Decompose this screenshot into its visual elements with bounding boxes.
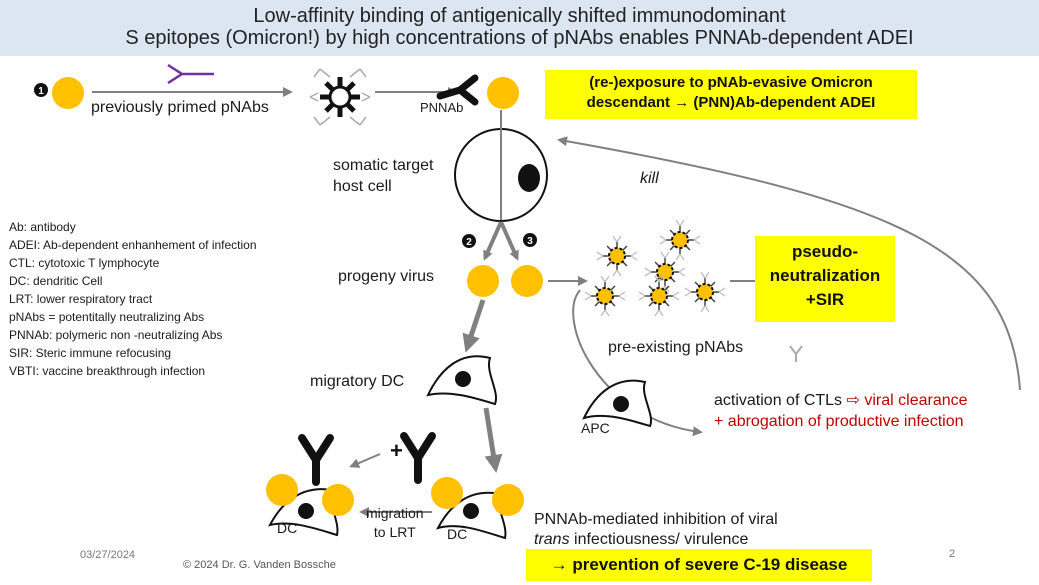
label-somatic-line-1: somatic target [333, 157, 434, 174]
label-apc: APC [581, 420, 610, 436]
virus-particle [52, 77, 84, 109]
pseudo-neutralization-box: pseudo- neutralization +SIR [755, 236, 895, 322]
dc-with-virus-left [266, 438, 354, 537]
footer-copyright: © 2024 Dr. G. Vanden Bossche [183, 559, 336, 571]
glossary-item: pNAbs = potentitally neutralizing Abs [9, 310, 205, 324]
pnab-icon [789, 345, 803, 362]
arrow [499, 221, 519, 261]
label-kill: kill [640, 170, 659, 187]
migratory-dc-cell [426, 355, 498, 406]
svg-text:1: 1 [38, 86, 44, 97]
glossary-item: DC: dendritic Cell [9, 274, 103, 288]
pnnab-antibody-icon [404, 436, 432, 480]
reexposure-box: (re-)exposure to pNAb-evasive Omicron de… [545, 70, 917, 119]
activation-viral-clearance: viral clearance [864, 392, 968, 409]
label-somatic-line-2: host cell [333, 178, 392, 195]
arrow [483, 407, 503, 473]
glossary-item: CTL: cytotoxic T lymphocyte [9, 256, 160, 270]
glossary: Ab: antibody ADEI: Ab-dependent enhanhem… [9, 218, 257, 380]
glossary-item: VBTI: vaccine breakthrough infection [9, 364, 206, 378]
prevention-box: → prevention of severe C-19 disease [526, 549, 872, 581]
arrow [462, 299, 486, 353]
label-migration: migration to LRT [366, 504, 424, 542]
cell-with-antibodies-icon [309, 68, 371, 126]
title-line-2: S epitopes (Omicron!) by high concentrat… [125, 27, 914, 49]
pnnab-inhibition-text: PNNAb-mediated inhibition of viral trans… [534, 510, 778, 550]
antibody-icon [167, 63, 214, 85]
progeny-virus [467, 265, 499, 297]
pnnab-antibody-icon [436, 74, 479, 106]
pseudo-line-3: +SIR [805, 290, 845, 309]
label-dc-right: DC [447, 526, 468, 542]
label-migration-line-1: migration [366, 505, 424, 521]
step-2-marker: 2 [462, 234, 476, 248]
host-cell-nucleus [518, 164, 540, 192]
label-migratory-dc: migratory DC [310, 373, 405, 390]
glossary-item: ADEI: Ab-dependent enhanhement of infect… [9, 238, 257, 252]
activation-text: activation of CTLs ⇨ viral clearance + a… [714, 390, 968, 432]
arrow [349, 453, 381, 468]
activation-arrow: ⇨ [846, 392, 860, 409]
reexposure-line-2: descendant → (PNN)Ab-dependent ADEI [586, 94, 876, 111]
pnnab-inhibition-trans: trans [534, 531, 570, 548]
glossary-item: LRT: lower respiratory tract [9, 292, 153, 306]
title-line-1: Low-affinity binding of antigenically sh… [253, 5, 786, 27]
pseudo-line-1: pseudo- [791, 242, 859, 261]
glossary-item: Ab: antibody [9, 220, 76, 234]
activation-prefix: activation of CTLs [714, 392, 843, 409]
glossary-item: PNNAb: polymeric non -neutralizing Abs [9, 328, 223, 342]
glossary-item: SIR: Steric immune refocusing [9, 346, 172, 360]
footer-date: 03/27/2024 [80, 549, 136, 561]
neutralized-virus-cluster [584, 219, 726, 317]
label-previously-primed: previously primed pNAbs [91, 99, 269, 116]
svg-text:3: 3 [527, 236, 533, 247]
apc-arrow [572, 289, 703, 437]
pnnab-inhibition-line-1: PNNAb-mediated inhibition of viral [534, 511, 778, 528]
step-1-marker: 1 [34, 83, 48, 97]
dc-with-virus-right [431, 477, 524, 540]
footer-page-number: 2 [949, 548, 956, 560]
step-3-marker: 3 [523, 233, 537, 247]
svg-text:2: 2 [466, 237, 472, 248]
pnnab-inhibition-line-2: infectiousness/ virulence [569, 531, 749, 548]
label-pnnab: PNNAb [420, 100, 464, 115]
arrow [483, 221, 503, 261]
activation-abrogation: + abrogation of productive infection [714, 413, 964, 430]
apc-cell [582, 379, 653, 428]
kill-arrow [557, 136, 1021, 391]
virus-particle [487, 77, 519, 109]
label-preexisting-pnabs: pre-existing pNAbs [608, 339, 744, 356]
progeny-virus [511, 265, 543, 297]
label-dc-left: DC [277, 520, 298, 536]
title-banner: Low-affinity binding of antigenically sh… [0, 0, 1039, 56]
plus-sign: + [390, 438, 403, 463]
label-somatic-target: somatic target host cell [333, 155, 433, 197]
pseudo-line-2: neutralization [769, 266, 881, 285]
reexposure-line-1: (re-)exposure to pNAb-evasive Omicron [589, 74, 873, 91]
label-progeny-virus: progeny virus [338, 268, 435, 285]
label-migration-line-2: to LRT [373, 524, 416, 540]
